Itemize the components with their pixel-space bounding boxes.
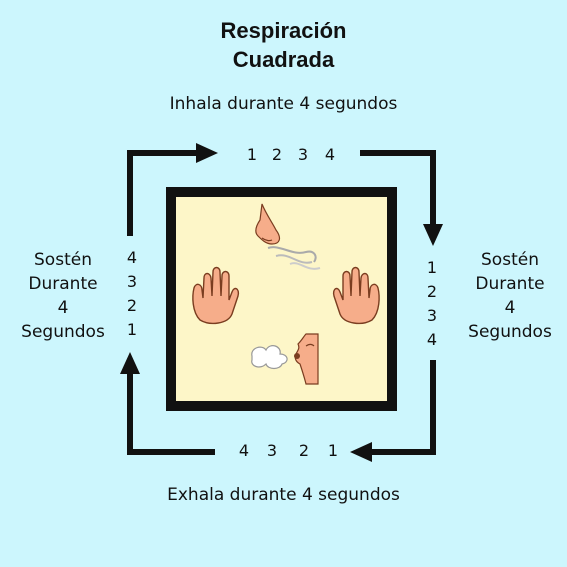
top-count-2: 2 <box>271 145 283 164</box>
hold-right-arrow <box>360 150 436 226</box>
page-title: Respiración Cuadrada <box>0 16 567 74</box>
right-count-1: 1 <box>426 258 438 277</box>
top-count-4: 4 <box>324 145 336 164</box>
exhale-arrow-head <box>350 442 372 462</box>
hold-right-arrow-head <box>423 224 443 246</box>
title-line-2: Cuadrada <box>232 47 335 72</box>
bottom-count-3: 3 <box>266 441 278 460</box>
left-count-4: 4 <box>126 248 138 267</box>
nose-icon <box>255 203 321 270</box>
hold-left-label: Sostén Durante 4 Segundos <box>8 248 118 344</box>
hold-right-line-1: Sostén <box>481 250 539 270</box>
right-count-3: 3 <box>426 306 438 325</box>
left-count-1: 1 <box>126 320 138 339</box>
hold-right-line-2: Durante <box>475 274 545 294</box>
inhale-arrow <box>127 150 198 236</box>
exhale-face-icon <box>251 333 319 385</box>
hold-left-line-4: Segundos <box>21 322 105 342</box>
title-line-1: Respiración <box>220 18 347 43</box>
inhale-caption: Inhala durante 4 segundos <box>169 94 398 114</box>
hold-right-line-3: 4 <box>504 298 516 318</box>
right-hand-icon <box>332 266 380 325</box>
inhale-arrow-head <box>196 143 218 163</box>
left-count-2: 2 <box>126 296 138 315</box>
bottom-count-1: 1 <box>327 441 339 460</box>
hold-right-label: Sostén Durante 4 Segundos <box>455 248 565 344</box>
hold-left-line-2: Durante <box>28 274 98 294</box>
bottom-count-4: 4 <box>238 441 250 460</box>
left-count-3: 3 <box>126 272 138 291</box>
right-count-2: 2 <box>426 282 438 301</box>
bottom-count-2: 2 <box>298 441 310 460</box>
left-hand-icon <box>192 266 240 325</box>
exhale-arrow <box>370 360 436 455</box>
hold-left-line-1: Sostén <box>34 250 92 270</box>
hold-right-line-4: Segundos <box>468 322 552 342</box>
hold-left-arrow <box>127 372 215 455</box>
top-count-1: 1 <box>246 145 258 164</box>
exhale-caption: Exhala durante 4 segundos <box>167 485 400 505</box>
right-count-4: 4 <box>426 330 438 349</box>
top-count-3: 3 <box>297 145 309 164</box>
hold-left-arrow-head <box>120 352 140 374</box>
hold-left-line-3: 4 <box>57 298 69 318</box>
